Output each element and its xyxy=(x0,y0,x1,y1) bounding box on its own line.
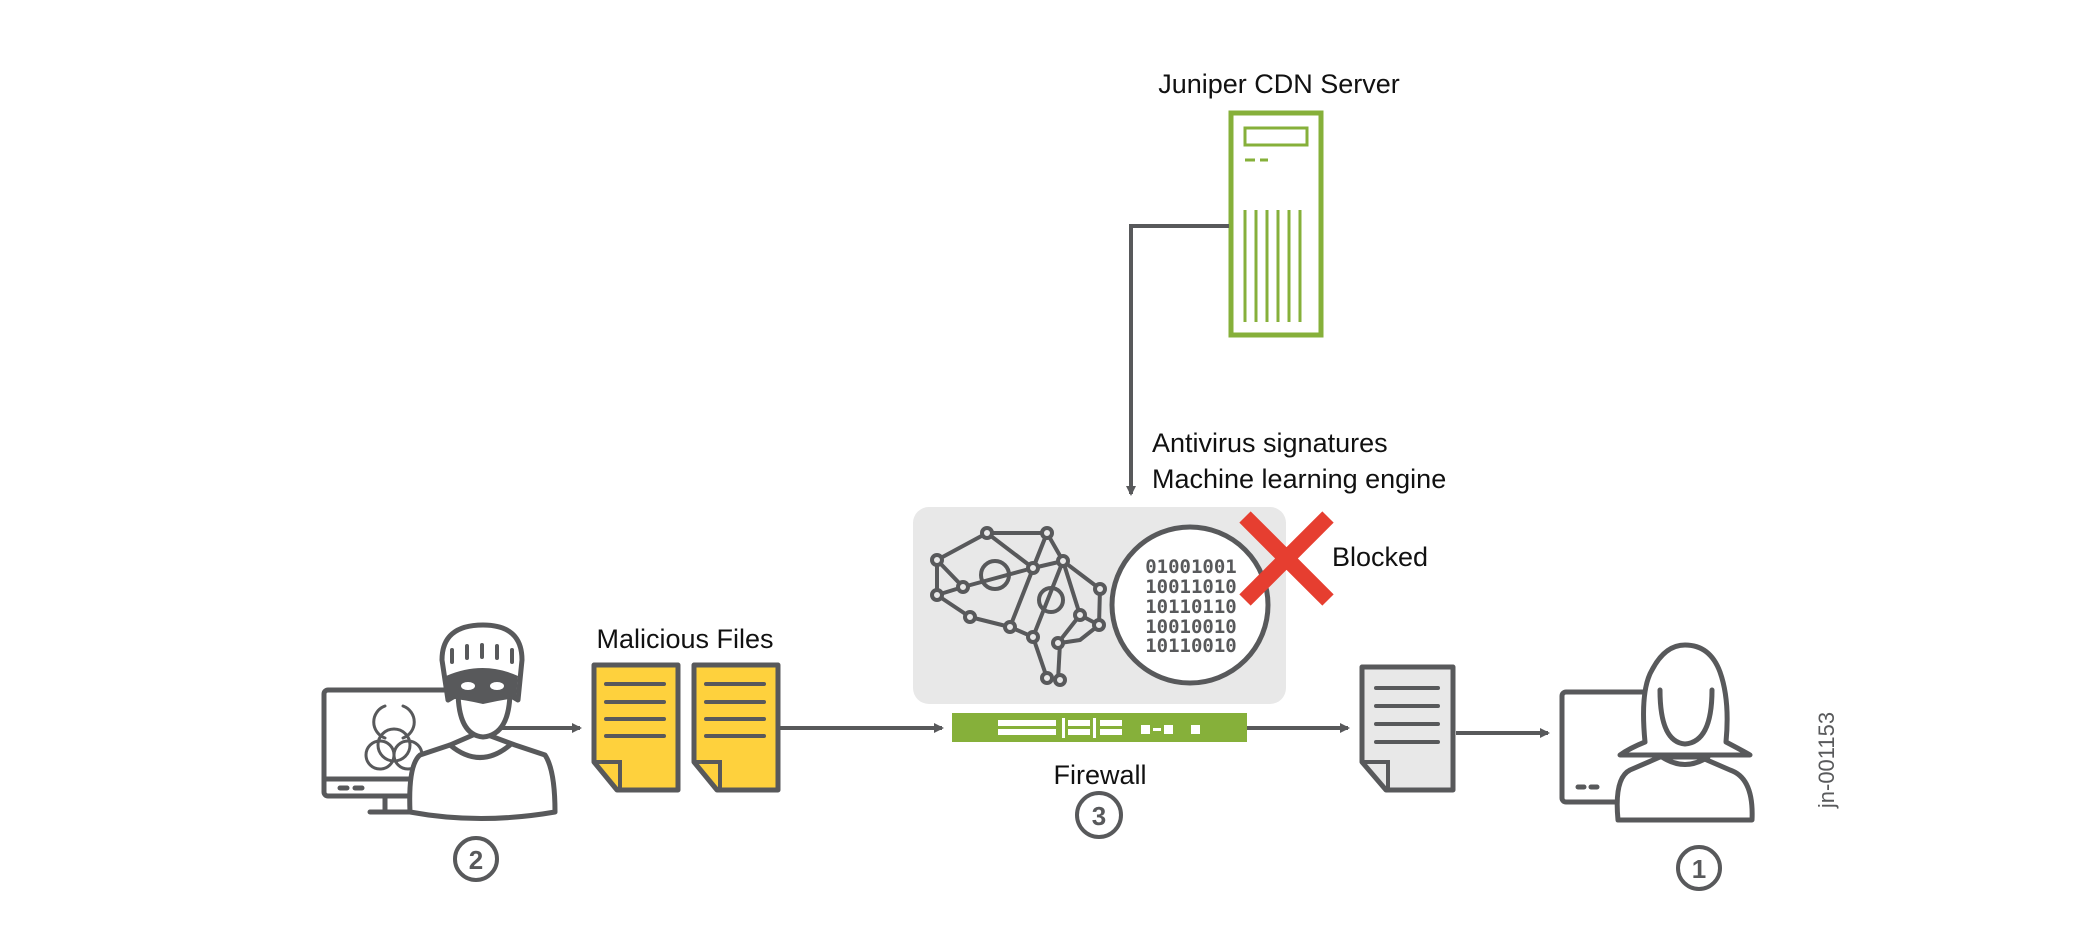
binary-row: 10011010 xyxy=(1145,576,1237,598)
brain-network-icon xyxy=(930,526,1107,687)
update-label-1: Antivirus signatures xyxy=(1152,428,1388,458)
step-number-3: 3 xyxy=(1092,801,1106,831)
server-icon xyxy=(1228,110,1324,338)
update-label-2: Machine learning engine xyxy=(1152,464,1446,494)
update-arrow xyxy=(1126,224,1229,496)
step-badge-1 xyxy=(1676,845,1722,891)
document-icon xyxy=(691,662,781,793)
flow-arrows xyxy=(500,723,1550,738)
binary-row: 01001001 xyxy=(1145,556,1237,578)
binary-row: 10110010 xyxy=(1145,635,1237,657)
hacker-icon xyxy=(407,622,558,821)
document-icon xyxy=(1359,664,1456,793)
user-icon xyxy=(1614,642,1755,823)
blocked-x-icon xyxy=(1239,511,1334,606)
step-number-2: 2 xyxy=(469,845,483,875)
document-icon xyxy=(591,662,681,793)
firewall-icon xyxy=(952,713,1247,742)
blocked-label: Blocked xyxy=(1332,542,1428,572)
step-badge-3 xyxy=(1075,791,1123,839)
firewall-label: Firewall xyxy=(1053,760,1146,790)
step-number-1: 1 xyxy=(1692,854,1706,884)
figure-id: jn-001153 xyxy=(1814,712,1839,809)
binary-row: 10110110 xyxy=(1145,596,1237,618)
binary-row: 10010010 xyxy=(1145,616,1237,638)
step-badge-2 xyxy=(453,836,499,882)
server-label: Juniper CDN Server xyxy=(1158,69,1400,99)
malicious-files-label: Malicious Files xyxy=(596,624,773,654)
binary-magnifier-icon: 01001001 10011010 10110110 10010010 1011… xyxy=(1109,524,1271,686)
